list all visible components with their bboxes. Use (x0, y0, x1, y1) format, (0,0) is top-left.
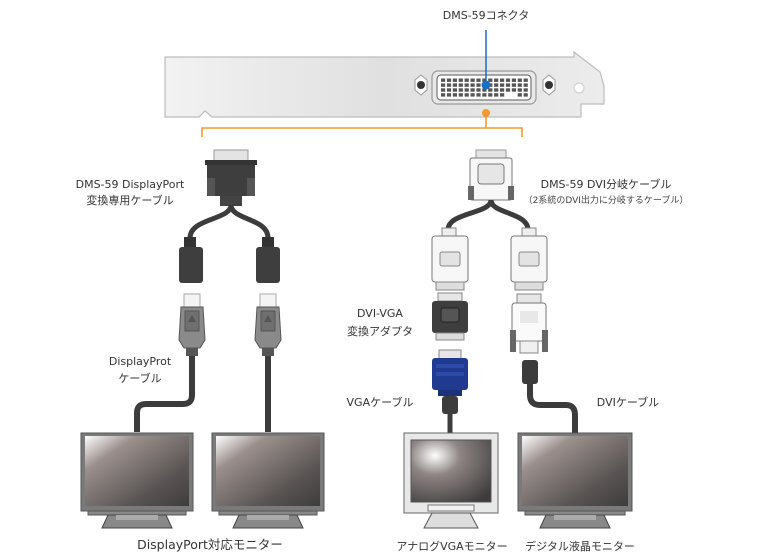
pin (500, 83, 505, 87)
pin (441, 83, 446, 87)
pin (476, 88, 481, 92)
connector-pointer-dot (481, 80, 491, 90)
pin (464, 88, 469, 92)
pin (500, 78, 505, 82)
pin (470, 88, 475, 92)
pin (523, 83, 528, 87)
pin (523, 78, 528, 82)
dms59-dp-cable-label-line2: 変換専用ケーブル (86, 194, 174, 207)
pin (452, 93, 457, 97)
dms59-port (414, 70, 556, 105)
pin (458, 93, 463, 97)
displayport-plug-right (254, 293, 282, 356)
pin (476, 83, 481, 87)
pin (511, 88, 516, 92)
pin (446, 78, 452, 82)
dvi-vga-adapter (432, 292, 468, 341)
pin (523, 93, 528, 97)
pin (476, 93, 481, 97)
displayport-plug-left (178, 293, 206, 356)
displayport-cable-left (134, 356, 195, 432)
pin (482, 93, 487, 97)
pin (505, 83, 511, 87)
pin (470, 83, 475, 87)
pin (488, 88, 493, 92)
dp-cable-label-line2: ケーブル (118, 372, 162, 385)
dp-monitor-1 (80, 432, 194, 529)
pin (500, 93, 505, 97)
pin (464, 93, 469, 97)
pin (441, 78, 446, 82)
pin (452, 88, 457, 92)
pin (505, 88, 511, 92)
dvi-cable-label: DVIケーブル (596, 396, 660, 409)
pin (446, 88, 452, 92)
pin (488, 78, 493, 82)
pin (482, 88, 487, 92)
vga-monitor-label: アナログVGAモニター (396, 540, 508, 553)
dms59-connector-label: DMS-59コネクタ (442, 9, 530, 22)
dvi-split-cable-label-line2: （2系統のDVI出力に分岐するケーブル） (523, 196, 689, 206)
pin (452, 78, 457, 82)
pin (452, 83, 457, 87)
pin (500, 88, 505, 92)
pin (494, 93, 499, 97)
dp-monitor-2 (211, 432, 325, 529)
pin (494, 78, 499, 82)
vga-cable-label: VGAケーブル (346, 396, 414, 409)
output-bracket (201, 109, 523, 137)
pin (517, 88, 522, 92)
dms59-dp-cable-label-line1: DMS-59 DisplayPort (75, 178, 185, 191)
pin (446, 83, 452, 87)
pin (505, 78, 511, 82)
pin (511, 83, 516, 87)
pin (464, 83, 469, 87)
vga-crt-monitor (403, 432, 499, 529)
pin (523, 88, 528, 92)
pin (517, 78, 522, 82)
pin (464, 78, 469, 82)
pci-bracket (164, 50, 605, 118)
pin (517, 93, 522, 97)
dms59-pins (441, 78, 528, 97)
dp-cable-label-line1: DisplayProt (108, 355, 172, 368)
dvi-vga-adapter-label-line1: DVI-VGA (357, 307, 403, 320)
bracket-hole-icon (573, 82, 585, 94)
dvi-cable (527, 384, 578, 434)
pin (476, 78, 481, 82)
pin (458, 83, 463, 87)
pin (446, 93, 452, 97)
pin (470, 78, 475, 82)
pin (441, 93, 446, 97)
dms59-dvi-split-cable (431, 149, 548, 291)
dvi-split-cable-label-line1: DMS-59 DVI分岐ケーブル (540, 178, 672, 191)
pin (494, 83, 499, 87)
dms59-displayport-cable (179, 149, 280, 283)
dvi-plug (510, 293, 578, 434)
lcd-monitor-label: デジタル液晶モニター (525, 540, 635, 553)
pin (482, 78, 487, 82)
pin (458, 78, 463, 82)
pin (441, 88, 446, 92)
digital-lcd-monitor (517, 432, 633, 529)
vga-plug (432, 349, 468, 434)
pin (494, 88, 499, 92)
pin (458, 88, 463, 92)
pin (488, 93, 493, 97)
pin (517, 83, 522, 87)
dvi-vga-adapter-label-line2: 変換アダプタ (347, 325, 413, 338)
pin (470, 93, 475, 97)
pin (511, 78, 516, 82)
dp-monitors-label: DisplayPort対応モニター (137, 537, 283, 552)
